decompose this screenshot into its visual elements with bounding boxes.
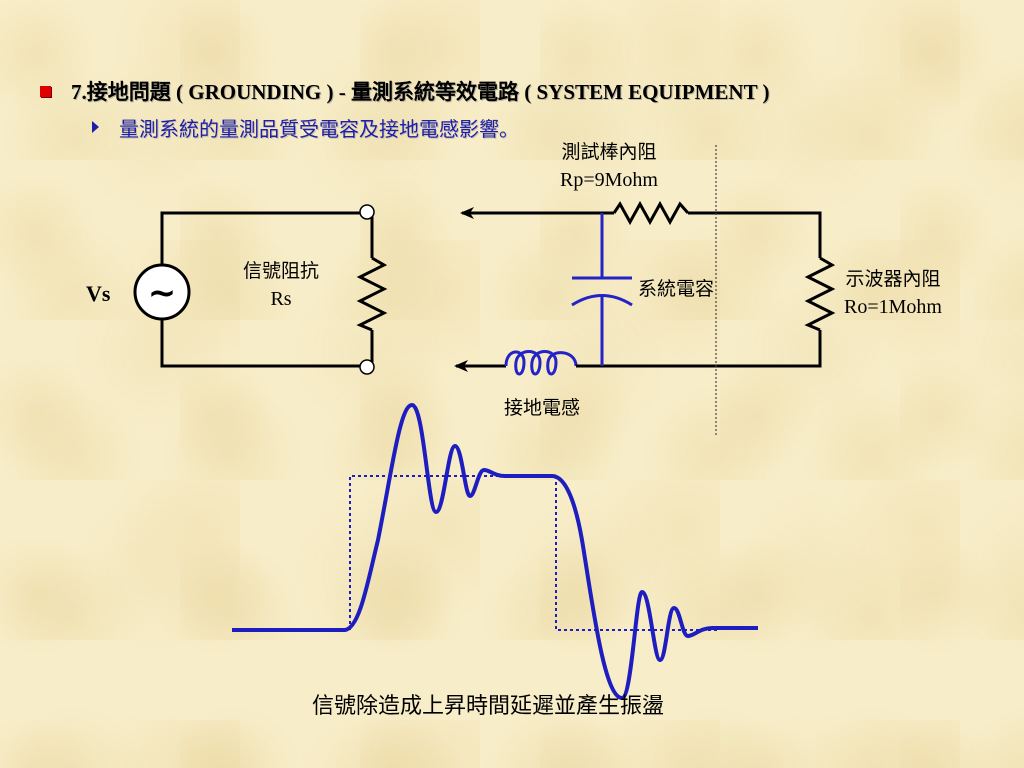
- ideal-step-trace: [349, 475, 718, 631]
- scope-resistance-label: 示波器內阻 Ro=1Mohm: [844, 265, 942, 321]
- source-label: Vs: [86, 281, 111, 306]
- actual-response-trace: [232, 403, 758, 700]
- top-terminal-icon: [359, 204, 375, 220]
- signal-impedance-name: 信號阻抗: [243, 260, 320, 282]
- source-bottom-wire: [160, 319, 367, 368]
- probe-resistance-value: Rp=9Mohm: [560, 169, 658, 191]
- ro-resistor-icon: [804, 256, 836, 332]
- scope-bottom-wire: [602, 330, 822, 368]
- ac-source-icon: [133, 263, 191, 321]
- slide-subtitle: 量測系統的量測品質受電容及接地電感影響。: [119, 116, 519, 141]
- slide-title: 7.接地問題 ( GROUNDING ) - 量測系統等效電路 ( SYSTEM…: [71, 80, 770, 104]
- ac-source-symbol: ~: [148, 273, 177, 313]
- red-square-bullet-icon: [40, 85, 51, 97]
- source-loop: ~: [133, 204, 388, 375]
- system-capacitance-label: 系統電容: [638, 275, 714, 303]
- waveform-caption: 信號除造成上昇時間延遲並產生振盪: [0, 688, 980, 720]
- ground-inductance-label: 接地電感: [504, 394, 580, 422]
- bottom-terminal-icon: [359, 359, 375, 375]
- rs-resistor-icon: [356, 256, 388, 332]
- signal-impedance-symbol: Rs: [270, 288, 292, 310]
- signal-impedance-label: 信號阻抗 Rs: [243, 257, 319, 313]
- ground-inductance-name: 接地電感: [504, 397, 581, 419]
- scope-resistance-value: Ro=1Mohm: [844, 296, 942, 318]
- probe-resistance-label: 測試棒內阻 Rp=9Mohm: [560, 138, 658, 194]
- probe-resistance-name: 測試棒內阻: [561, 141, 657, 163]
- slide-subtitle-row: 量測系統的量測品質受電容及接地電感影響。: [92, 113, 519, 141]
- scope-top-wire: [688, 211, 822, 258]
- arrow-bullet-icon: [92, 121, 99, 133]
- source-top-wire: [160, 211, 367, 265]
- ground-inductor-icon: [504, 350, 578, 376]
- measurement-loop: [454, 145, 836, 435]
- rp-resistor-icon: [612, 200, 690, 226]
- system-capacitor-icon: [571, 213, 633, 366]
- waveform-caption-text: 信號除造成上昇時間延遲並產生振盪: [311, 694, 664, 719]
- waveform-plot: [232, 403, 758, 700]
- system-capacitance-name: 系統電容: [638, 278, 715, 300]
- scope-resistance-name: 示波器內阻: [845, 268, 941, 290]
- slide-title-row: 7.接地問題 ( GROUNDING ) - 量測系統等效電路 ( SYSTEM…: [40, 76, 769, 106]
